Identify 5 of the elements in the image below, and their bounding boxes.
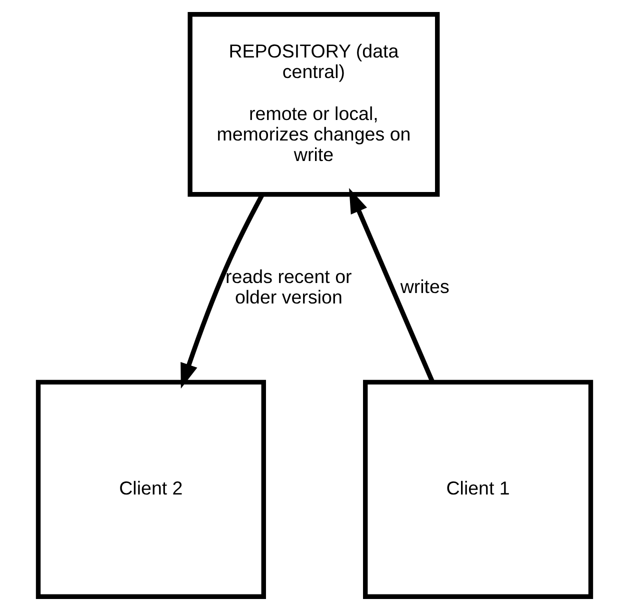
edge-label: writes [400,276,450,298]
edge-label: reads recent or older version [226,266,352,308]
node-box: REPOSITORY (data central) remote or local, memorizes changes on write [188,12,440,197]
node-box: Client 1 [363,380,594,599]
node-box: Client 2 [36,380,266,599]
